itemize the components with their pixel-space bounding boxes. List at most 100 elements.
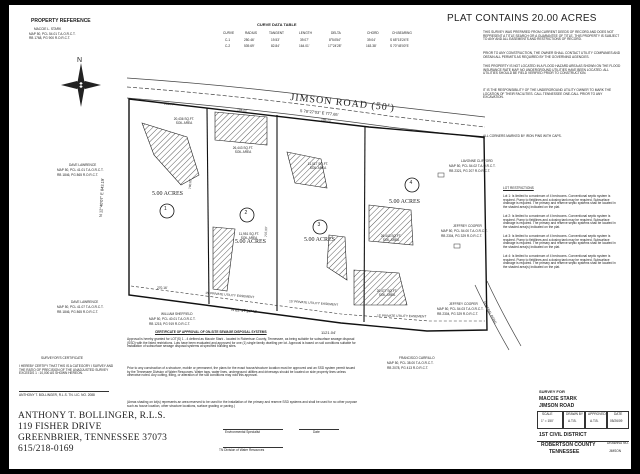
survey-for-label: SURVEY FOR <box>539 389 565 394</box>
curve-header: LENGTH <box>299 31 312 35</box>
lot-number: 1 <box>164 206 167 212</box>
adjoiner-line: FRANCISCO CARRILLO <box>399 356 435 360</box>
adjoiner-line: RB 2321, PG 207 R.O.R.C.T. <box>449 169 491 173</box>
adjoiner-line: MAP 50, PCL 54.03 T.A.O.R.C.T. <box>437 307 484 311</box>
surveyor-line: 119 FISHER DRIVE <box>18 422 102 432</box>
plat-title: PLAT CONTAINS 20.00 ACRES <box>447 13 597 24</box>
surveyor-sign-name: ANTHONY T. BOLLINGER, R.L.S. TN. LIC. NO… <box>19 393 95 397</box>
curve-cell: 8°54'54" <box>329 38 341 42</box>
lot-acres: 5.00 ACRES <box>389 199 421 205</box>
civil-district: 1ST CIVIL DISTRICT <box>539 432 587 438</box>
lot-4-circle <box>404 177 420 193</box>
septic-paragraph: Approval is hereby granted for LOT(S) 1 … <box>127 337 356 349</box>
plat-drawing <box>126 77 522 351</box>
adjoiner-line: MAP 50, PCL 41.01 T.A.O.R.C.T. <box>57 168 104 172</box>
road-south-edge <box>126 97 486 139</box>
surveyor-signature-line <box>19 391 109 392</box>
property-boundary <box>128 98 488 332</box>
soil-area-lot2-south <box>212 226 236 292</box>
soil-label: 20,477 SQ.FT. SOIL AREA <box>376 289 398 297</box>
road-north-edge <box>126 77 486 118</box>
adjoiner-line: MAP 50, PCL 40.01 T.A.O.R.C.T. <box>149 317 196 321</box>
adjoiner-line: RB 2078, PG 413 R.O.R.C.T. <box>387 366 429 370</box>
soil-area-lot2 <box>214 111 268 146</box>
federal-road-west-edge <box>474 284 510 351</box>
signature-line <box>223 429 283 430</box>
lot-number: 4 <box>409 180 413 186</box>
surveyor-cert-title: SURVEYOR'S CERTIFICATE <box>41 356 84 360</box>
curve-header: RADIUS <box>245 31 258 35</box>
soil-label: 20,436 SQ.FT. SOIL AREA <box>173 117 195 125</box>
adjoiner-line: MAP 50, PCL 54.00 T.A.O.R.C.T. <box>441 229 488 233</box>
property-reference-title: PROPERTY REFERENCE <box>31 18 91 24</box>
adjoiner-line: JEFFREY COOPER <box>453 224 482 228</box>
surveyor-line: ANTHONY T. BOLLINGER, R.L.S. <box>18 411 166 421</box>
note-item: THIS PROPERTY IS NOT LOCATED IN A FLOOD … <box>483 64 621 76</box>
curve-cell: 39.07' <box>300 38 309 42</box>
drawing-number: JIMSON <box>609 449 622 453</box>
note-item: ALL CORNERS MARKED BY IRON PINS WITH CAP… <box>483 134 562 138</box>
soil-label: 26,443 SQ.FT. SOIL AREA <box>380 234 402 242</box>
adjoiner-line: RB 1846, PG 865 R.O.R.C.T. <box>57 173 99 177</box>
north-label: N <box>77 57 82 64</box>
adjoiner-line: MAP 50, PCL 38.00 T.A.O.R.C.T. <box>387 361 434 365</box>
dim-top-2: 194.22' <box>236 107 248 113</box>
bottom-distance: 1121.04' <box>321 330 336 335</box>
lot-restriction: Lot 3: Is limited to a maximum of 4 bedr… <box>503 234 616 250</box>
curve-table-title: CURVE DATA TABLE <box>257 22 297 27</box>
property-reference-line: MACCIE L. STARK <box>34 27 62 31</box>
adjoiner-line: RB 1215, PG 919 R.O.R.C.T. <box>149 322 191 326</box>
date-label: Date <box>313 430 320 434</box>
scale-cell: SCALE 1" = 150' <box>537 411 563 429</box>
soil-label: 26,443 SQ.FT. SOIL AREA <box>232 146 254 154</box>
client-road: JIMSON ROAD <box>539 403 575 409</box>
curve-cell: 39.04' <box>367 38 376 42</box>
approved-label: APPROVED <box>588 412 606 416</box>
soil-area-lot4-south <box>353 269 408 306</box>
env-specialist-label: Environmental Specialist <box>225 430 260 434</box>
curve-cell: 17°24'28" <box>328 44 342 48</box>
federal-road-east-edge <box>486 280 522 347</box>
soil-area-lot1 <box>141 122 200 186</box>
date-cell: DATE 05/26/09 <box>607 411 629 429</box>
lot-1-circle <box>159 203 175 219</box>
lot-restriction: Lot 2: Is limited to a maximum of 4 bedr… <box>503 214 616 230</box>
note-item: PRIOR TO ANY CONSTRUCTION, THE OWNER SHA… <box>483 51 621 59</box>
drawn-label: DRAWN BY <box>566 412 584 416</box>
property-reference-line: MAP 50, PCL 54.01 T.A.O.R.C.T. <box>29 31 76 36</box>
soil-area-lot3 <box>286 151 328 189</box>
note-item: THIS SURVEY WAS PREPARED FROM CURRENT DE… <box>483 30 620 42</box>
adjoiner-line: DAVE LAWRENCE <box>71 300 99 304</box>
lot-acres: 5.00 ACRES <box>304 237 336 243</box>
adjoiner-line: RB 2304, PG 329 R.O.R.C.T. <box>441 234 483 238</box>
septic-paragraph: Prior to any construction of a structure… <box>127 366 356 378</box>
county-name: ROBERTSON COUNTY <box>541 442 596 448</box>
surveyor-line: 615/218-0169 <box>18 444 74 454</box>
structure-marker <box>453 243 461 249</box>
curve-cell: S 70°45'00"E <box>390 44 409 48</box>
curve-header: TANGENT <box>269 31 284 35</box>
curve-header: CHORD <box>367 31 379 35</box>
drawing-label: DRAWING NO. <box>607 441 629 445</box>
curve-header: CH.BEARING <box>392 31 412 35</box>
septic-paragraph: (Areas shading on lot(s) represents an a… <box>127 400 357 408</box>
structure-marker <box>437 172 445 178</box>
date-line <box>299 429 339 430</box>
lot-2-circle <box>239 207 255 223</box>
adjoiner-line: RB 2304, PG 329 R.O.R.C.T. <box>437 312 479 316</box>
curve-cell: C-2 <box>225 44 231 48</box>
lot-acres: 5.00 ACRES <box>235 239 267 245</box>
surveyor-line: GREENBRIER, TENNESSEE 37073 <box>18 433 168 443</box>
division-line <box>223 447 283 448</box>
lot-number: 3 <box>317 222 321 228</box>
curve-cell: 164.01' <box>299 44 310 48</box>
drawn-cell: DRAWN BY A.T.B. <box>563 411 585 429</box>
scale-value: 1" = 150' <box>541 419 554 423</box>
dim-top-3: 196.71' <box>320 117 332 123</box>
division-label: TN Division of Water Resources <box>219 448 265 452</box>
lot-number: 2 <box>244 210 248 216</box>
curve-cell: 250.46' <box>244 38 255 42</box>
adjoiner-line: WILLIAM SHEFFIELD <box>161 312 193 316</box>
dim-top-1: 286.77' <box>163 101 175 107</box>
client-name: MACCIE STARK <box>539 396 577 402</box>
